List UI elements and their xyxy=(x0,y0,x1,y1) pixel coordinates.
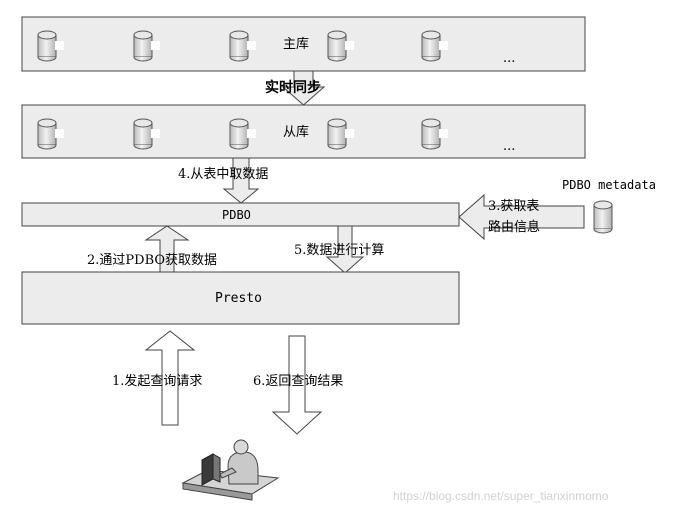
master-db-ellipsis: ... xyxy=(503,51,515,66)
slave-db-ellipsis: ... xyxy=(503,139,515,154)
step6-arrow xyxy=(271,335,323,435)
slave-db-box xyxy=(21,104,586,159)
step3-label-line1: 3.获取表 xyxy=(488,199,539,214)
sync-label: 实时同步 xyxy=(265,79,321,96)
metadata-label: PDBO metadata xyxy=(562,178,656,192)
step5-arrow xyxy=(325,225,365,274)
presto-box xyxy=(21,271,460,325)
slave-db-label: 从库 xyxy=(283,124,309,140)
pdbo-label: PDBO xyxy=(222,208,251,222)
pdbo-box xyxy=(21,202,460,227)
step6-label: 6.返回查询结果 xyxy=(253,374,343,389)
user-workstation-icon xyxy=(181,439,280,501)
sync-arrow xyxy=(281,70,326,106)
step4-label: 4.从表中取数据 xyxy=(178,167,268,182)
master-db-box xyxy=(21,16,586,72)
watermark: https://blog.csdn.net/super_tianxinmomo xyxy=(393,489,609,503)
step1-arrow xyxy=(144,330,196,426)
step1-label: 1.发起查询请求 xyxy=(112,373,202,389)
step2-arrow xyxy=(144,225,190,274)
step3-arrow xyxy=(458,193,585,241)
step3-label-line2: 路由信息 xyxy=(488,219,540,235)
metadata-database-icon xyxy=(593,200,613,234)
step5-label: 5.数据进行计算 xyxy=(294,243,384,258)
master-db-label: 主库 xyxy=(283,36,309,52)
step2-label: 2.通过PDBO获取数据 xyxy=(87,253,217,268)
presto-label: Presto xyxy=(215,291,262,306)
step4-arrow xyxy=(222,157,260,204)
